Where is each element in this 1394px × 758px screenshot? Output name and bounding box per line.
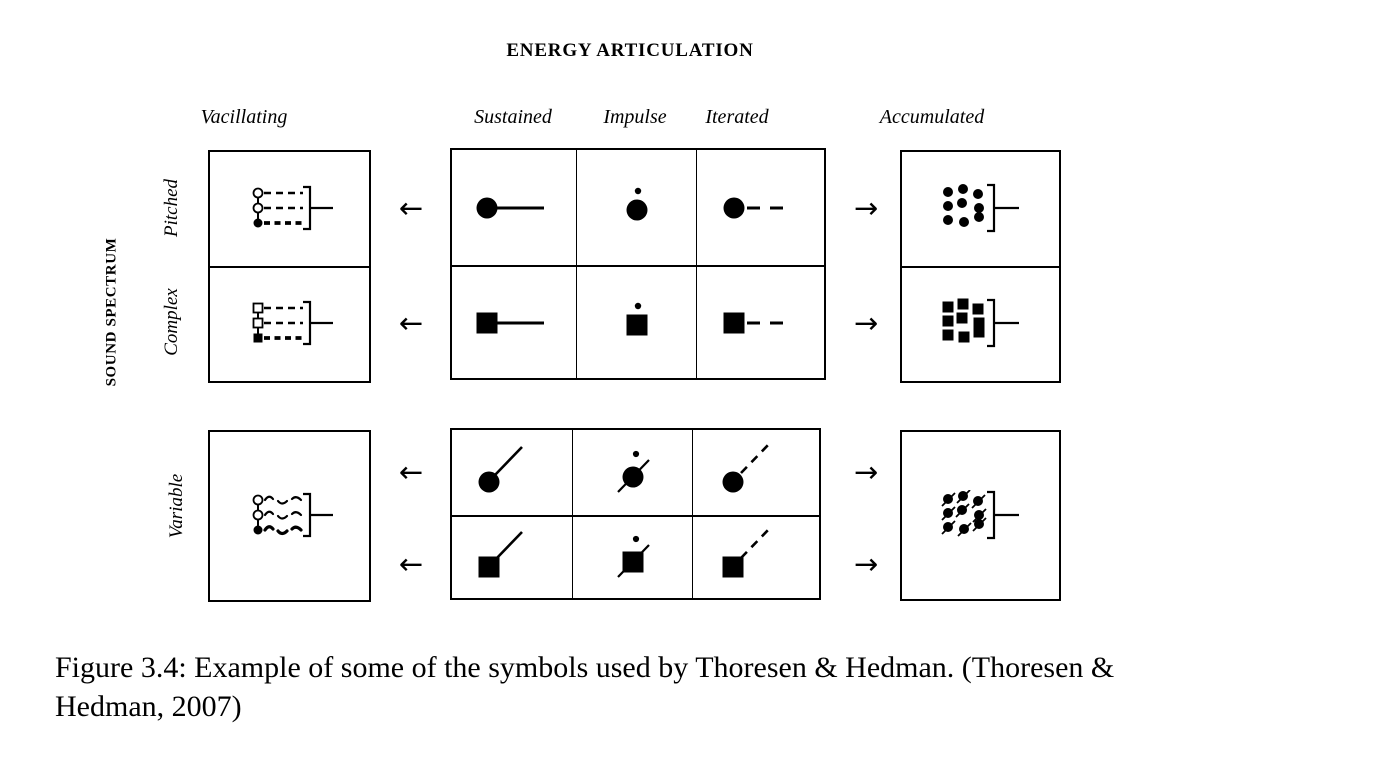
cell-accumulated-complex <box>902 268 1059 382</box>
left-arrow-icon: ← <box>398 191 424 225</box>
left-arrow-icon: ← <box>398 455 424 489</box>
row-label-complex: Complex <box>161 288 182 356</box>
left-arrow-icon: ← <box>398 306 424 340</box>
cell-variable-square-sustained <box>452 517 573 598</box>
cell-pitched-iterated <box>697 150 824 267</box>
cell-complex-impulse <box>577 267 697 378</box>
column-header-iterated: Iterated <box>705 106 769 128</box>
caption-line-2: Hedman, 2007) <box>55 690 242 723</box>
caption-line-1: Figure 3.4: Example of some of the symbo… <box>55 651 1115 684</box>
column-header-accumulated: Accumulated <box>879 106 985 128</box>
vacillating-box-top <box>208 150 371 383</box>
cell-pitched-impulse <box>577 150 697 267</box>
column-header-impulse: Impulse <box>603 106 667 128</box>
figure-caption: Figure 3.4: Example of some of the symbo… <box>55 648 1365 726</box>
cell-vacillating-complex <box>210 268 369 382</box>
vacillating-box-bottom <box>208 430 371 602</box>
right-arrow-icon: → <box>853 191 879 225</box>
right-arrow-icon: → <box>853 547 879 581</box>
cell-complex-iterated <box>697 267 824 378</box>
column-header-sustained: Sustained <box>474 106 552 128</box>
energy-grid-bottom <box>450 428 821 600</box>
cell-variable-circle-iterated <box>693 430 819 517</box>
cell-variable-square-iterated <box>693 517 819 598</box>
cell-accumulated-variable <box>902 432 1059 599</box>
column-header-vacillating: Vacillating <box>200 106 288 128</box>
right-arrow-icon: → <box>853 306 879 340</box>
right-arrow-icon: → <box>853 455 879 489</box>
cell-variable-circle-impulse <box>573 430 693 517</box>
cell-variable-circle-sustained <box>452 430 573 517</box>
cell-complex-sustained <box>452 267 577 378</box>
row-label-variable: Variable <box>166 473 187 539</box>
cell-pitched-sustained <box>452 150 577 267</box>
axis-label-sound-spectrum: SOUND SPECTRUM <box>103 237 120 387</box>
energy-grid-top <box>450 148 826 380</box>
figure-title: ENERGY ARTICULATION <box>506 40 754 61</box>
row-label-pitched: Pitched <box>161 178 182 238</box>
left-arrow-icon: ← <box>398 547 424 581</box>
accumulated-box-top <box>900 150 1061 383</box>
cell-accumulated-pitched <box>902 152 1059 268</box>
cell-vacillating-pitched <box>210 152 369 268</box>
cell-variable-square-impulse <box>573 517 693 598</box>
cell-vacillating-variable <box>210 432 369 600</box>
accumulated-box-bottom <box>900 430 1061 601</box>
